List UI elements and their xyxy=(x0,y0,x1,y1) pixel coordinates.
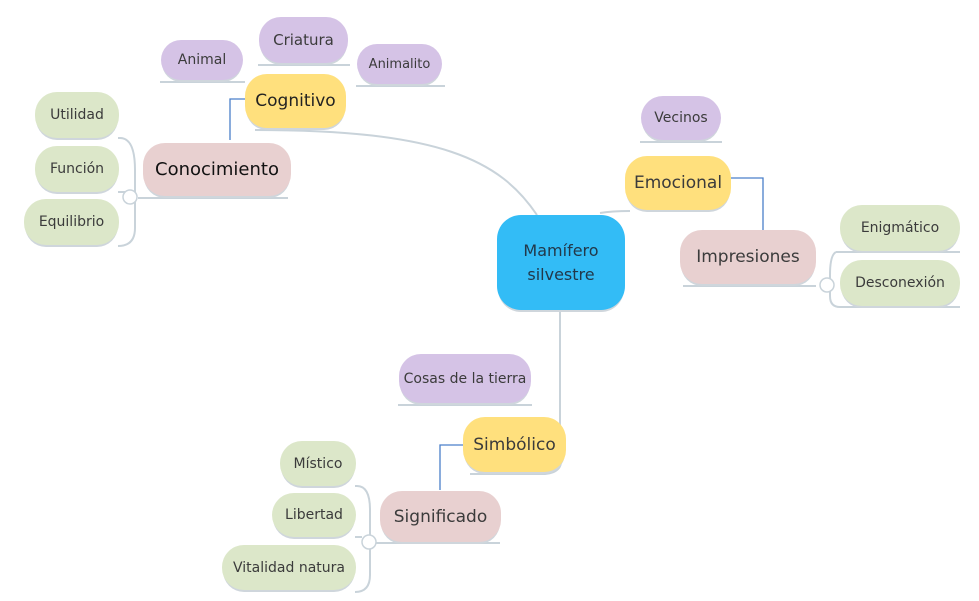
detail-node[interactable]: Desconexión xyxy=(840,260,960,306)
detail-node[interactable]: Libertad xyxy=(272,493,356,537)
detail-node[interactable]: Utilidad xyxy=(35,92,119,138)
collapse-circle-significado xyxy=(361,534,377,550)
detail-node[interactable]: Equilibrio xyxy=(24,199,119,245)
subtopic-impresiones[interactable]: Impresiones xyxy=(680,230,816,284)
collapse-circle-impresiones xyxy=(819,277,835,293)
subtopic-conocimiento[interactable]: Conocimiento xyxy=(143,143,291,196)
topic-emocional[interactable]: Emocional xyxy=(625,156,731,210)
connector-cognitivo-conocimiento xyxy=(229,98,245,140)
topic-simbolico[interactable]: Simbólico xyxy=(463,417,566,472)
synonym-node[interactable]: Vecinos xyxy=(641,96,721,140)
collapse-circle-conocimiento xyxy=(122,189,138,205)
synonym-node[interactable]: Animalito xyxy=(357,44,442,84)
bracket-significado xyxy=(354,485,371,593)
synonym-node[interactable]: Cosas de la tierra xyxy=(399,354,531,403)
connector-emocional-impresiones xyxy=(731,177,764,230)
subtopic-significado[interactable]: Significado xyxy=(380,491,501,542)
detail-node[interactable]: Místico xyxy=(280,441,356,486)
branch-line-cognitivo xyxy=(254,129,538,216)
central-topic[interactable]: Mamífero silvestre xyxy=(497,215,625,310)
detail-node[interactable]: Vitalidad natura xyxy=(222,545,356,590)
detail-node[interactable]: Función xyxy=(35,146,119,192)
topic-cognitivo[interactable]: Cognitivo xyxy=(245,74,346,128)
synonym-node[interactable]: Criatura xyxy=(259,17,348,63)
branch-line-emocional xyxy=(599,210,631,214)
connector-simbolico-significado xyxy=(439,444,463,490)
bracket-impresiones xyxy=(829,251,960,308)
detail-node[interactable]: Enigmático xyxy=(840,205,960,251)
synonym-node[interactable]: Animal xyxy=(161,40,243,80)
